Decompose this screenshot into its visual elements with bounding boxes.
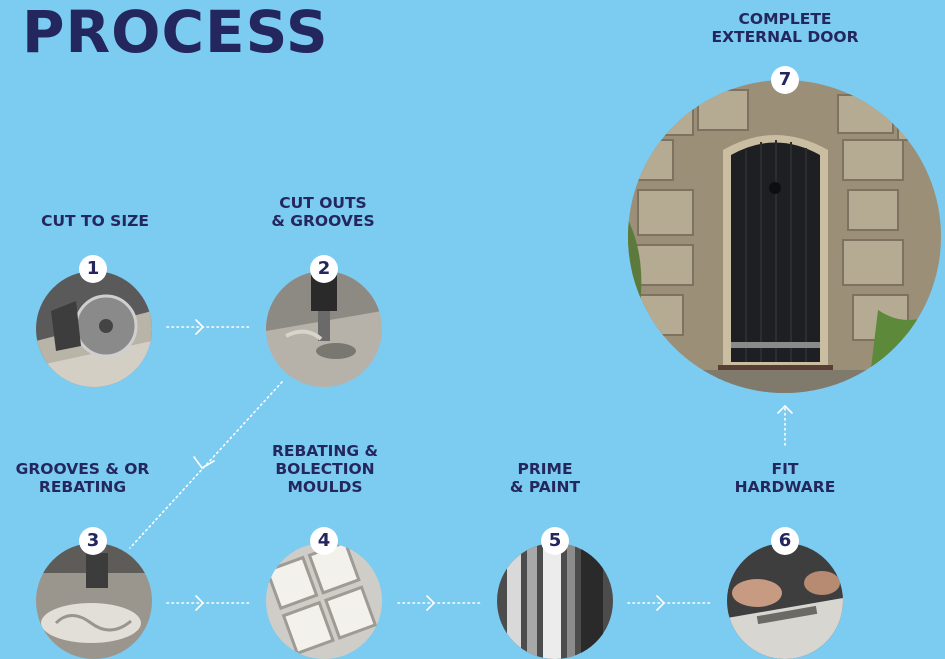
step-5-image bbox=[497, 543, 613, 659]
step-1-label: CUT TO SIZE bbox=[41, 212, 149, 230]
step-5-label: PRIME & PAINT bbox=[509, 460, 581, 496]
page-title: PROCESS bbox=[22, 0, 329, 66]
step-1-number-badge: 1 bbox=[79, 255, 107, 283]
step-7-image bbox=[628, 80, 941, 393]
step-3-label: GROOVES & OR REBATING bbox=[15, 460, 150, 496]
step-5-number-badge: 5 bbox=[541, 527, 569, 555]
step-6-image bbox=[727, 543, 843, 659]
step-2-image bbox=[266, 271, 382, 387]
step-7-label: COMPLETE EXTERNAL DOOR bbox=[711, 10, 859, 46]
step-2-number-badge: 2 bbox=[310, 255, 338, 283]
step-6-label: FIT HARDWARE bbox=[734, 460, 836, 496]
step-6-number-badge: 6 bbox=[771, 527, 799, 555]
step-4-image bbox=[266, 543, 382, 659]
step-4-label: REBATING & BOLECTION MOULDS bbox=[271, 442, 379, 496]
step-7-number-badge: 7 bbox=[771, 66, 799, 94]
step-4-number-badge: 4 bbox=[310, 527, 338, 555]
step-3-number-badge: 3 bbox=[79, 527, 107, 555]
step-2-label: CUT OUTS & GROOVES bbox=[271, 194, 375, 230]
step-3-image bbox=[36, 543, 152, 659]
step-1-image bbox=[36, 271, 152, 387]
